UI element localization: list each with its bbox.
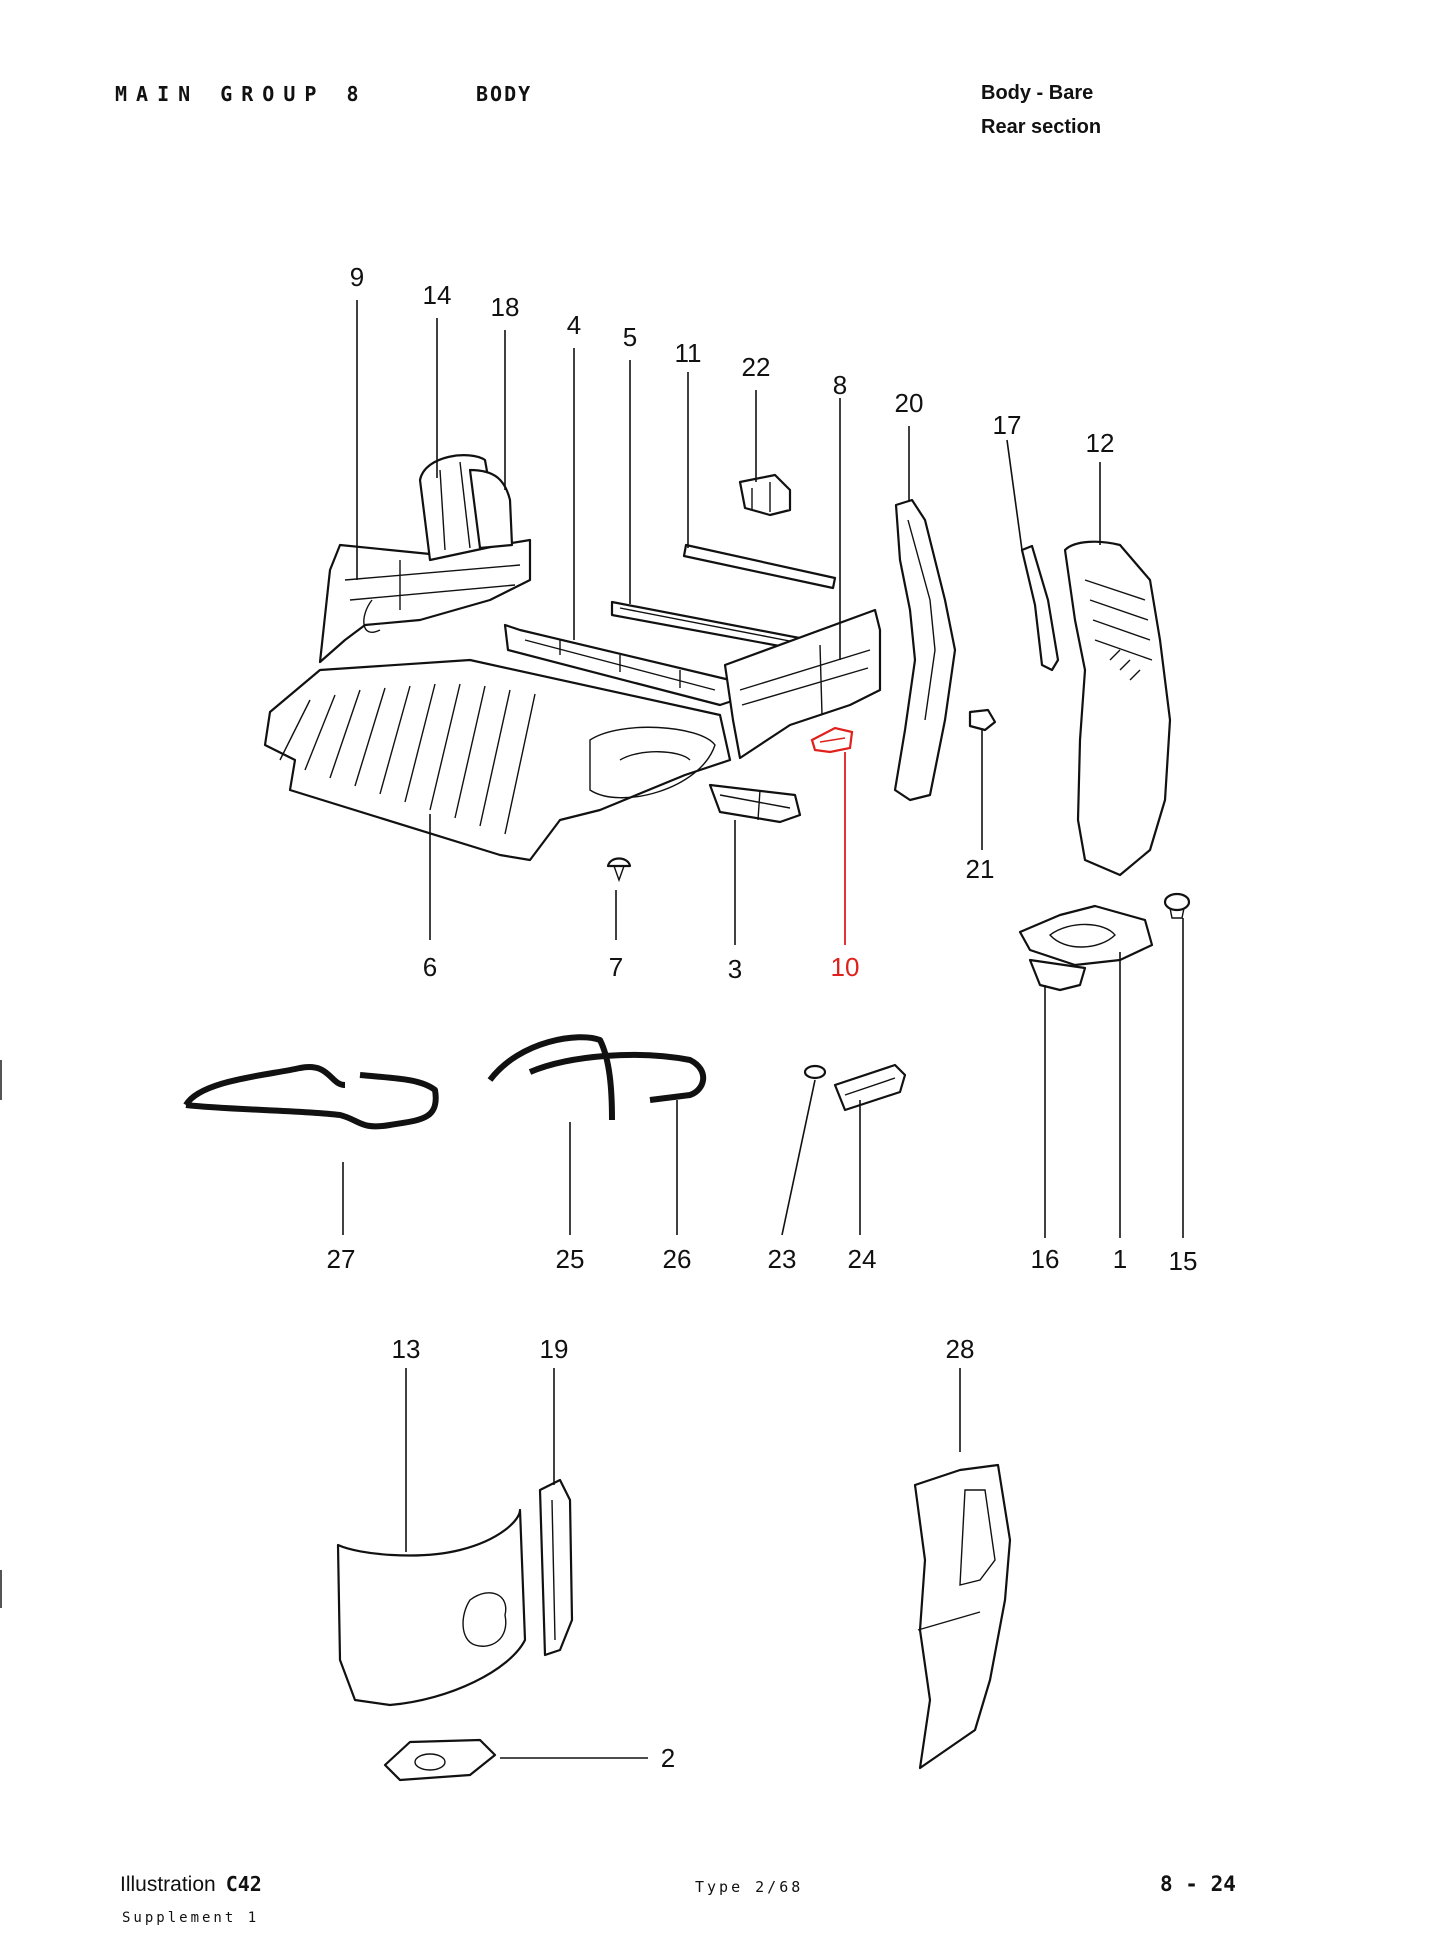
part-19-tall-strip — [538, 1478, 574, 1657]
part-8-right-rear-panel — [723, 608, 882, 760]
illustration-label: Illustration C42 — [120, 1872, 262, 1897]
callout-12: 12 — [1086, 428, 1115, 458]
callout-3: 3 — [728, 954, 742, 984]
part-22-bracket — [738, 473, 792, 517]
callout-20: 20 — [895, 388, 924, 418]
part-13-wheel-arch-panel — [336, 1508, 527, 1707]
part-7-plug — [606, 857, 632, 883]
part-15-grommet — [1163, 892, 1191, 919]
callout-18: 18 — [491, 292, 520, 322]
margin-mark — [0, 1060, 2, 1100]
part-21-clip — [968, 708, 997, 732]
part-23-washer — [803, 1064, 827, 1080]
section-heading: BODY — [476, 82, 533, 106]
callout-2: 2 — [661, 1743, 675, 1773]
part-24-bracket — [833, 1063, 907, 1112]
page-number: 8 - 24 — [1160, 1872, 1236, 1896]
part-20-right-pillar — [893, 498, 957, 802]
leader-lines — [342, 300, 1184, 1759]
part-3-floor-bracket — [708, 783, 802, 824]
callout-4: 4 — [567, 310, 581, 340]
illustration-label-text: Illustration — [120, 1873, 216, 1896]
part-17-trim-strip — [1020, 544, 1060, 672]
part-6-rear-floor-pan — [263, 658, 732, 862]
callout-1: 1 — [1113, 1244, 1127, 1274]
callout-8: 8 — [833, 370, 847, 400]
callout-15: 15 — [1169, 1246, 1198, 1276]
part-11-strip — [682, 543, 837, 590]
callout-22: 22 — [742, 352, 771, 382]
part-9-left-rear-panel — [318, 538, 532, 664]
callout-23: 23 — [768, 1244, 797, 1274]
part-28-side-body-panel — [913, 1463, 1012, 1770]
supplement-label: Supplement 1 — [122, 1910, 260, 1926]
part-2-housing-plate — [383, 1738, 497, 1782]
callout-17: 17 — [993, 410, 1022, 440]
illustration-code: C42 — [225, 1872, 262, 1896]
part-25-arch-seal — [487, 1034, 615, 1121]
callout-11: 11 — [675, 338, 702, 368]
part-16-cover — [1028, 958, 1087, 992]
part-10-small-bracket — [810, 726, 854, 754]
callout-14: 14 — [423, 280, 452, 310]
callout-7: 7 — [609, 952, 623, 982]
callout-9: 9 — [350, 262, 364, 292]
type-label: Type 2/68 — [695, 1878, 804, 1896]
subtitle-line-1: Body - Bare — [981, 82, 1094, 104]
callout-16: 16 — [1031, 1244, 1060, 1274]
part-27-seal — [183, 1064, 439, 1130]
callout-19: 19 — [540, 1334, 569, 1364]
callout-6: 6 — [423, 952, 437, 982]
callout-26: 26 — [663, 1244, 692, 1274]
callout-24: 24 — [848, 1244, 877, 1274]
callout-13: 13 — [392, 1334, 421, 1364]
part-18-pillar-panel — [468, 468, 514, 550]
subtitle-line-2: Rear section — [981, 116, 1102, 138]
main-group-heading: MAIN GROUP 8 — [115, 82, 368, 106]
callout-10: 10 — [831, 952, 860, 982]
part-26-arch-seal — [528, 1051, 707, 1103]
callout-27: 27 — [327, 1244, 356, 1274]
callout-labels: 9 14 18 4 5 11 22 8 20 17 12 21 6 7 3 10… — [327, 262, 1198, 1773]
callout-28: 28 — [946, 1334, 975, 1364]
callout-21: 21 — [966, 854, 995, 884]
part-1-housing-piece — [1018, 904, 1154, 967]
callout-5: 5 — [623, 322, 637, 352]
margin-mark — [0, 1570, 2, 1608]
part-12-right-side-panel — [1063, 540, 1172, 877]
callout-25: 25 — [556, 1244, 585, 1274]
